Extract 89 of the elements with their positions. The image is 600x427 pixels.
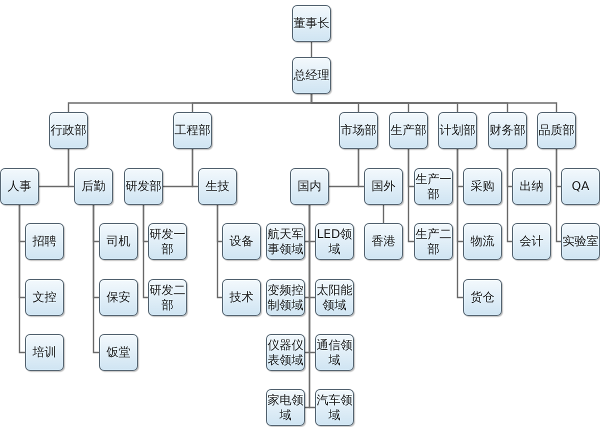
unit-name: 研发部: [125, 179, 162, 194]
org-unit-box: [99, 334, 138, 371]
unit-name: 饭堂: [106, 345, 132, 360]
connector-line: [92, 205, 99, 354]
unit-name: 生产二部: [415, 226, 452, 256]
unit-name: 研发一部: [149, 226, 186, 256]
connector-line: [556, 149, 561, 242]
unit-name: 航天军事领域: [267, 226, 304, 256]
unit-name: 董事长: [293, 16, 330, 31]
org-unit-box: [49, 112, 88, 149]
unit-name: 生产部: [390, 123, 427, 138]
org-unit-box: [290, 168, 329, 205]
unit-name: 汽车领域: [316, 392, 353, 422]
unit-name: 国外: [370, 179, 396, 194]
connector-line: [358, 149, 364, 188]
org-unit-box: [512, 168, 551, 205]
unit-name: 技术: [228, 290, 254, 305]
unit-name: 出纳: [518, 179, 544, 194]
org-unit-box: [25, 279, 64, 316]
org-unit-box: [25, 223, 64, 260]
unit-name: 工程部: [174, 123, 211, 138]
org-unit-box: [0, 168, 39, 205]
unit-name: 总经理: [293, 68, 330, 83]
unit-name: 太阳能领域: [316, 282, 353, 312]
unit-name: 研发二部: [149, 282, 186, 312]
connector-line: [456, 149, 463, 298]
org-unit-box: [364, 223, 403, 260]
org-unit-box: [99, 223, 138, 260]
unit-name: 物流: [470, 234, 496, 249]
connector-line: [216, 205, 222, 298]
unit-name: 司机: [106, 234, 132, 249]
org-unit-box: [463, 168, 502, 205]
org-unit-box: [364, 168, 403, 205]
org-unit-box: [25, 334, 64, 371]
unit-name: 品质部: [538, 123, 575, 138]
org-unit-box: [561, 223, 600, 260]
unit-name: 货仓: [470, 290, 496, 305]
org-unit-box: [512, 223, 551, 260]
unit-name: 计划部: [439, 123, 476, 138]
org-unit-box: [339, 112, 378, 149]
org-unit-box: [292, 5, 331, 42]
unit-name: 变频控制领域: [267, 282, 304, 312]
unit-name: 文控: [32, 290, 58, 305]
unit-name: 设备: [228, 234, 254, 249]
unit-name: 香港: [370, 234, 396, 249]
org-unit-box: [463, 279, 502, 316]
connector-line: [310, 42, 312, 57]
unit-name: 保安: [106, 290, 132, 305]
org-unit-box: [99, 279, 138, 316]
unit-name: 家电领域: [267, 392, 304, 422]
unit-name: 行政部: [50, 123, 87, 138]
unit-name: 培训: [32, 345, 58, 360]
unit-name: 后勤: [80, 179, 106, 194]
org-unit-box: [389, 112, 428, 149]
unit-name: 市场部: [340, 123, 377, 138]
unit-name: 招聘: [32, 234, 58, 249]
org-unit-box: [537, 112, 576, 149]
unit-name: 通信领域: [316, 338, 353, 368]
org-unit-box: [173, 112, 212, 149]
org-unit-box: [198, 168, 237, 205]
org-unit-box: [292, 57, 331, 94]
connector-line: [308, 205, 315, 408]
connector-line: [310, 94, 558, 112]
connector-line: [506, 149, 512, 242]
connector-line: [408, 149, 414, 242]
unit-name: 仪器仪表领域: [267, 338, 304, 368]
org-unit-box: [222, 223, 261, 260]
unit-name: QA: [570, 179, 590, 194]
connector-line: [192, 149, 198, 188]
unit-name: 实验室: [562, 234, 599, 249]
unit-name: 会计: [518, 234, 544, 249]
org-unit-box: [222, 279, 261, 316]
unit-name: 财务部: [489, 123, 526, 138]
connector-line: [142, 205, 148, 298]
org-unit-box: [463, 223, 502, 260]
org-unit-box: [438, 112, 477, 149]
org-unit-box: [124, 168, 163, 205]
org-unit-box: [488, 112, 527, 149]
unit-name: 生技: [204, 179, 230, 194]
unit-name: 采购: [470, 179, 496, 194]
connector-line: [68, 149, 74, 188]
unit-name: 生产一部: [415, 172, 452, 202]
connector-line: [382, 205, 384, 223]
unit-name: 人事: [6, 179, 32, 194]
connector-line: [18, 205, 25, 354]
unit-name: 国内: [296, 179, 322, 194]
org-unit-box: [74, 168, 113, 205]
org-unit-box: [561, 168, 600, 205]
unit-name: LED领域: [316, 226, 353, 256]
